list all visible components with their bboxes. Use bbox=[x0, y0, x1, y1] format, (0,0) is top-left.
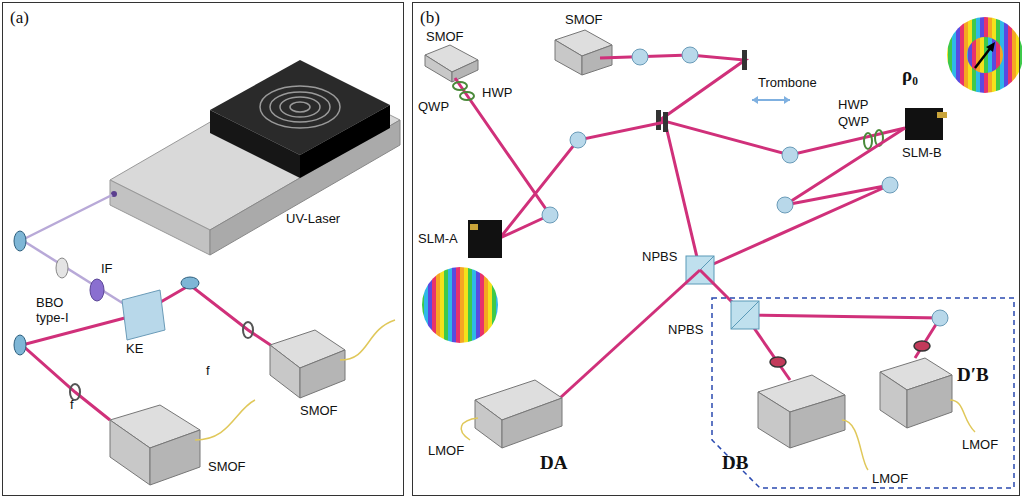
part-label: Trombone bbox=[758, 76, 817, 91]
part-label: f bbox=[70, 398, 74, 413]
part-label: QWP bbox=[418, 100, 449, 115]
part-label: LMOF bbox=[962, 438, 998, 453]
part-label: BBO type-I bbox=[36, 296, 80, 326]
part-label: KE bbox=[126, 342, 143, 357]
panel-letter: (b) bbox=[420, 8, 440, 28]
part-label: IF bbox=[101, 262, 113, 277]
part-label: HWP bbox=[838, 98, 868, 113]
part-label: ρ₀ bbox=[902, 64, 918, 86]
part-label: SMOF bbox=[565, 13, 603, 28]
panel-frame: (b) bbox=[412, 2, 1020, 496]
part-label: SMOF bbox=[426, 30, 464, 45]
part-label: UV-Laser bbox=[286, 212, 340, 227]
detector-label: DB bbox=[722, 452, 748, 474]
part-label: LMOF bbox=[428, 444, 464, 459]
part-label: NPBS bbox=[642, 250, 677, 265]
detector-label: DA bbox=[540, 452, 567, 474]
panel-frame: (a) bbox=[2, 2, 404, 496]
part-label: QWP bbox=[838, 115, 869, 130]
part-label: HWP bbox=[482, 86, 512, 101]
part-label: LMOF bbox=[872, 472, 908, 487]
part-label: SMOF bbox=[208, 460, 246, 475]
detector-label: D′B bbox=[957, 364, 989, 386]
part-label: SLM-A bbox=[418, 232, 458, 247]
part-label: NPBS bbox=[668, 323, 703, 338]
part-label: SMOF bbox=[300, 404, 338, 419]
part-label: f bbox=[206, 364, 210, 379]
part-label: SLM-B bbox=[902, 146, 942, 161]
panel-letter: (a) bbox=[10, 8, 29, 28]
